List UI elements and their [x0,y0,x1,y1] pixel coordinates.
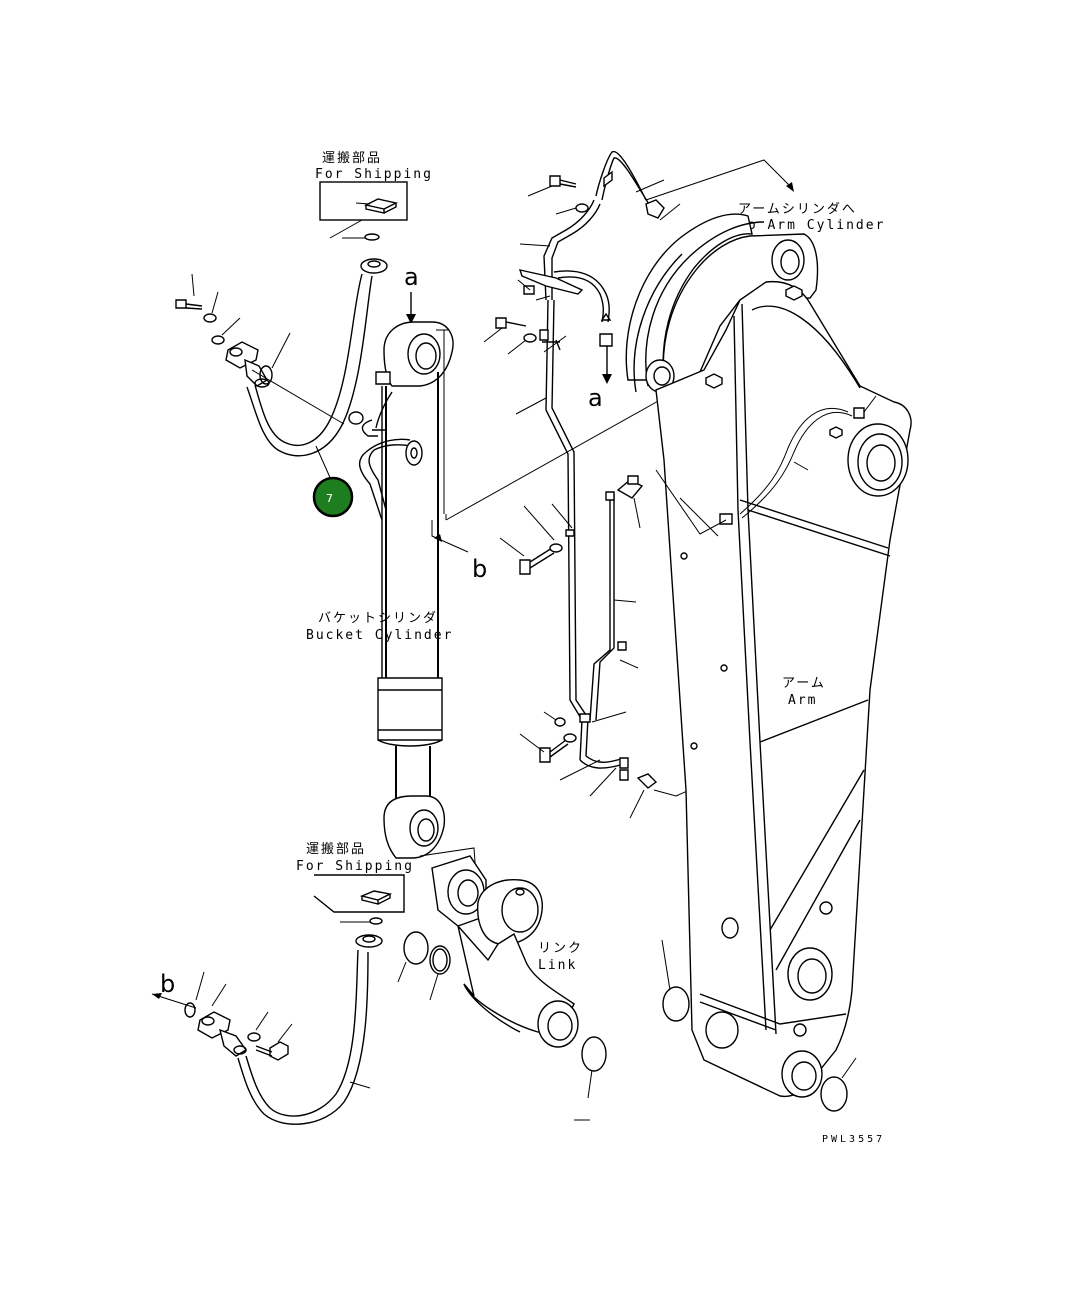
ref-b-bottom: b [160,970,175,998]
ref-a-arm: a [588,384,603,412]
ref-a-top: a [404,263,419,291]
shipping-box-top: 運搬部品 For Shipping [315,151,433,239]
ref-b-top: b [472,555,487,583]
bucket-cylinder: a バケットシリンダ Bucket Cylinder [306,263,454,859]
link-en-label: Link [538,958,577,973]
shipping-top-jp-label: 運搬部品 [322,151,382,166]
arm-jp-label: アーム [782,676,826,691]
arm-en-label: Arm [788,693,817,708]
bucket-cyl-en-label: Bucket Cylinder [306,628,453,643]
drawing-code: PWL3557 [822,1134,885,1145]
callout-7[interactable]: 7 [312,476,354,518]
callout-number: 7 [326,492,333,505]
bucket-cyl-jp-label: バケットシリンダ [318,611,438,626]
shipping-box-bottom: 運搬部品 For Shipping [296,842,414,913]
ref-b-upper: b [431,520,487,583]
callout-balloon[interactable] [312,476,354,518]
shipping-top-en-label: For Shipping [315,167,433,182]
to-arm-cyl-jp-label: アームシリンダへ [738,202,857,217]
shipping-bottom-jp-label: 運搬部品 [306,842,366,857]
link-part: リンク Link [397,847,607,1121]
upper-hose-assembly [175,233,388,483]
link-jp-label: リンク [538,941,583,956]
to-arm-cyl-en-label: To Arm Cylinder [738,218,885,233]
lower-hose-assembly: b [151,917,383,1125]
arm-structure: アームシリンダへ To Arm Cylinder [625,159,912,1112]
shipping-bottom-en-label: For Shipping [296,859,414,874]
